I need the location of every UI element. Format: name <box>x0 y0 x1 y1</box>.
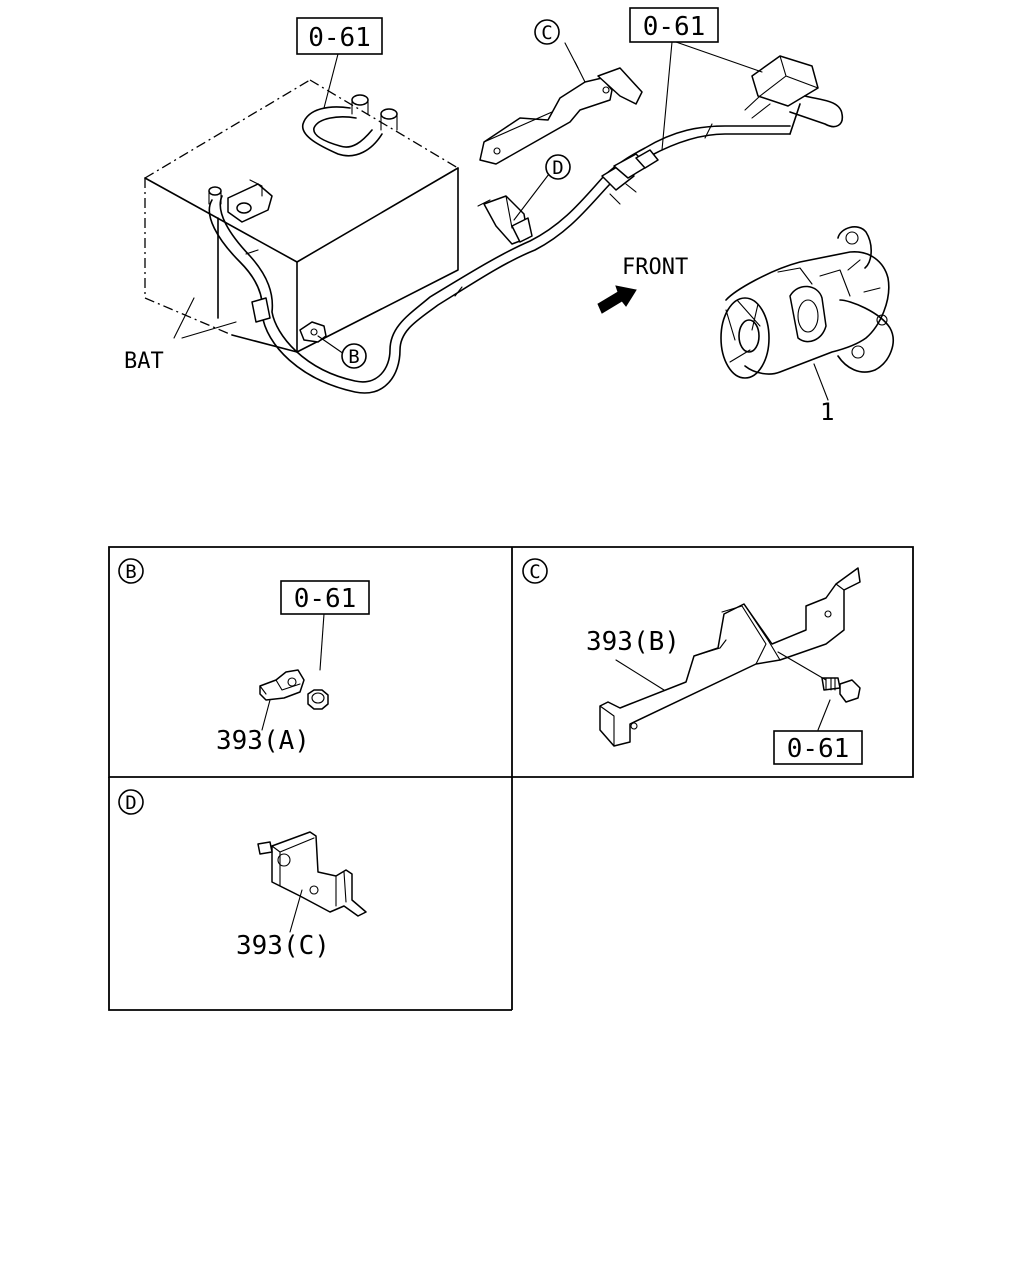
detail-panels-frame <box>108 546 914 1011</box>
detail-b: B 0-61 393(A) <box>118 558 370 756</box>
detail-d-letter: D <box>125 792 136 814</box>
starter-motor <box>720 226 894 379</box>
battery-clamp-393a <box>259 669 329 710</box>
detail-b-letter: B <box>125 561 136 583</box>
callout-d-main: D <box>545 154 571 180</box>
bracket-393c <box>257 831 367 917</box>
bracket-c-mounted <box>479 61 643 165</box>
battery-label: BAT <box>124 349 164 374</box>
battery-jumper-cable <box>302 106 383 157</box>
ref-tag-main-left: 0-61 <box>296 17 383 55</box>
front-direction-arrow <box>597 285 637 314</box>
battery-terminal-right <box>351 94 398 131</box>
leader-lines <box>173 41 829 401</box>
callout-c-letter: C <box>541 22 552 44</box>
ref-tag-main-right: 0-61 <box>629 7 719 43</box>
battery-terminal-left <box>208 179 273 223</box>
cable-clip <box>251 297 271 323</box>
callout-b-letter: B <box>348 346 359 368</box>
callout-d-letter: D <box>552 157 563 179</box>
detail-b-part-label: 393(A) <box>216 726 310 756</box>
detail-d-part-label: 393(C) <box>236 931 330 961</box>
detail-b-ref-label: 0-61 <box>294 584 357 614</box>
detail-c-ref-label: 0-61 <box>787 734 850 764</box>
front-label: FRONT <box>622 255 688 280</box>
detail-c: C 393(B) 0-61 <box>522 558 863 765</box>
callout-c-main: C <box>534 19 560 45</box>
ref-label-main-right: 0-61 <box>643 12 706 42</box>
cable-connector <box>601 149 659 205</box>
ref-label-main-left: 0-61 <box>308 23 371 53</box>
battery-box <box>144 79 459 353</box>
bracket-393b <box>599 567 861 747</box>
callout-b-main: B <box>341 343 367 369</box>
terminal-cable-end <box>744 55 844 135</box>
detail-c-letter: C <box>529 561 540 583</box>
detail-c-part-label: 393(B) <box>586 627 680 657</box>
starter-part-number: 1 <box>820 398 834 426</box>
bracket-d-mounted <box>477 195 533 245</box>
detail-d: D 393(C) <box>118 789 367 961</box>
bolt-393b <box>821 677 861 703</box>
